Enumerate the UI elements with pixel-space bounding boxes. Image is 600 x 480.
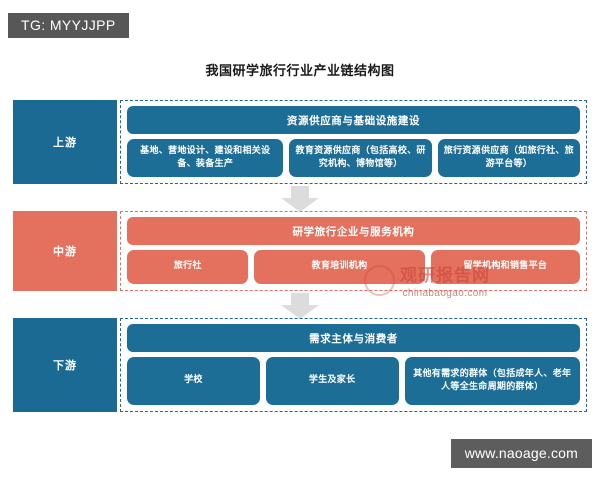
page-title: 我国研学旅行行业产业链结构图 [205,64,395,79]
node-box: 教育资源供应商（包括高校、研究机构、博物馆等） [289,139,432,177]
tier-label-upstream: 上游 [13,100,117,184]
tier-header-upstream: 资源供应商与基础设施建设 [127,106,580,134]
node-box: 其他有需求的群体（包括成年人、老年人等全生命周期的群体） [404,357,580,405]
node-box: 旅行社 [127,250,249,284]
tier-header-midstream: 研学旅行企业与服务机构 [127,217,580,245]
tier-nodes-upstream: 基地、营地设计、建设和相关设备、装备生产 教育资源供应商（包括高校、研究机构、博… [127,139,581,177]
node-box: 旅行资源供应商（如旅行社、旅游平台等） [437,139,581,177]
tier-group-upstream: 资源供应商与基础设施建设 基地、营地设计、建设和相关设备、装备生产 教育资源供应… [120,100,587,184]
site-watermark-badge: www.naoage.com [450,439,592,468]
tg-watermark-badge: TG: MYYJJPP [8,13,129,38]
tier-nodes-downstream: 学校 学生及家长 其他有需求的群体（包括成年人、老年人等全生命周期的群体） [127,357,580,405]
tier-group-midstream: 研学旅行企业与服务机构 旅行社 教育培训机构 留学机构和销售平台 [120,211,587,291]
tier-downstream: 下游 需求主体与消费者 学校 学生及家长 其他有需求的群体（包括成年人、老年人等… [13,318,587,412]
tier-header-downstream: 需求主体与消费者 [127,324,580,352]
tier-group-downstream: 需求主体与消费者 学校 学生及家长 其他有需求的群体（包括成年人、老年人等全生命… [120,318,587,412]
node-box: 教育培训机构 [254,250,425,284]
node-box: 留学机构和销售平台 [430,250,580,284]
connector-arrow-midstream-to-downstream [281,293,319,319]
tier-upstream: 上游 资源供应商与基础设施建设 基地、营地设计、建设和相关设备、装备生产 教育资… [13,100,587,184]
node-box: 学校 [127,357,260,405]
tier-nodes-midstream: 旅行社 教育培训机构 留学机构和销售平台 [127,250,580,284]
tier-label-midstream: 中游 [13,211,117,291]
tier-label-downstream: 下游 [13,318,117,412]
node-box: 基地、营地设计、建设和相关设备、装备生产 [127,139,284,177]
tier-midstream: 中游 研学旅行企业与服务机构 旅行社 教育培训机构 留学机构和销售平台 [13,211,587,291]
connector-arrow-upstream-to-midstream [281,186,319,212]
node-box: 学生及家长 [265,357,399,405]
